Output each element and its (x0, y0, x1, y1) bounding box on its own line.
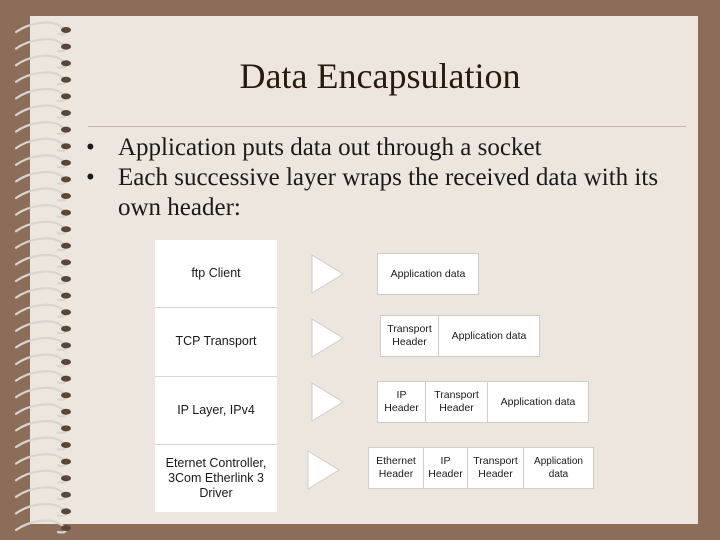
spiral-ring-icon (14, 436, 67, 451)
arrow-right-icon (311, 382, 344, 422)
spiral-hole-icon (61, 325, 71, 332)
segment-transport-header: Transport Header (381, 316, 439, 356)
segment-application-data: Application data (500, 395, 576, 408)
layer-ftp-client: ftp Client (155, 240, 277, 309)
arrow-right-icon (307, 450, 340, 490)
spiral-ring-icon (14, 237, 67, 252)
spiral-ring-icon (14, 253, 67, 268)
spiral-ring-icon (14, 121, 67, 136)
spiral-ring-icon (14, 38, 67, 53)
spiral-hole-icon (61, 525, 71, 531)
spiral-hole-icon (61, 27, 71, 33)
spiral-ring-icon (14, 353, 67, 368)
segment-transport-header: Transport Header (426, 382, 488, 422)
spiral-hole-icon (61, 176, 71, 183)
spiral-ring-icon (14, 370, 67, 385)
slide-title: Data Encapsulation (239, 56, 521, 96)
layer-tcp-transport: TCP Transport (155, 308, 277, 377)
spiral-ring-icon (14, 71, 67, 86)
spiral-ring-icon (14, 87, 67, 102)
layer-ethernet-driver: Eternet Controller, 3Com Etherlink 3 Dri… (165, 455, 267, 500)
spiral-ring-icon (14, 453, 67, 468)
encapsulation-diagram: ftp Client TCP Transport IP Layer, IPv4 … (155, 240, 595, 512)
spiral-ring-icon (14, 502, 67, 517)
packet-transport: Transport Header Application data (380, 315, 540, 357)
spiral-hole-icon (61, 159, 71, 166)
packet-ethernet: Ethernet Header IP Header Transport Head… (368, 447, 594, 489)
segment-ethernet-header: Ethernet Header (369, 448, 424, 488)
spiral-hole-icon (61, 342, 71, 349)
spiral-ring-icon (14, 187, 67, 202)
spiral-ring-icon (14, 303, 67, 318)
spiral-hole-icon (61, 209, 71, 216)
slide-paper (30, 16, 698, 524)
spiral-hole-icon (61, 93, 71, 100)
spiral-hole-icon (61, 76, 71, 83)
spiral-binding-icon (14, 21, 71, 534)
layer-column: ftp Client TCP Transport IP Layer, IPv4 … (155, 240, 277, 512)
spiral-hole-icon (61, 375, 71, 382)
spiral-ring-icon (14, 336, 67, 351)
spiral-ring-icon (14, 204, 67, 219)
spiral-hole-icon (61, 259, 71, 266)
segment-ip-header: IP Header (378, 382, 426, 422)
bullet-item: Each successive layer wraps the received… (82, 163, 662, 223)
spiral-hole-icon (61, 60, 71, 67)
packet-ip: IP Header Transport Header Application d… (377, 381, 589, 423)
spiral-hole-icon (61, 425, 71, 432)
segment-application-data: Application data (534, 456, 583, 480)
spiral-ring-icon (14, 403, 67, 418)
arrow-right-icon (311, 318, 344, 358)
segment-ip-header: IP Header (424, 448, 468, 488)
spiral-ring-icon (14, 486, 67, 501)
spiral-ring-icon (14, 519, 67, 534)
bullet-item: Application puts data out through a sock… (82, 133, 662, 163)
spiral-hole-icon (61, 126, 71, 133)
spiral-hole-icon (61, 475, 71, 482)
layer-ip: IP Layer, IPv4 (155, 377, 277, 445)
spiral-ring-icon (14, 469, 67, 484)
spiral-hole-icon (61, 110, 71, 116)
spiral-ring-icon (14, 170, 67, 185)
spiral-ring-icon (14, 104, 67, 119)
spiral-ring-icon (14, 287, 67, 302)
bullet-list: Application puts data out through a sock… (82, 133, 662, 223)
spiral-hole-icon (61, 408, 71, 415)
segment-application-data: Application data (390, 267, 466, 280)
segment-transport-header: Transport Header (468, 448, 524, 488)
spiral-hole-icon (61, 242, 71, 249)
spiral-hole-icon (61, 442, 71, 448)
spiral-ring-icon (14, 386, 67, 401)
spiral-hole-icon (61, 276, 71, 282)
title-divider (88, 126, 686, 127)
spiral-ring-icon (14, 154, 67, 169)
spiral-ring-icon (14, 270, 67, 285)
spiral-hole-icon (61, 292, 71, 299)
spiral-hole-icon (61, 392, 71, 399)
arrow-right-icon (311, 254, 344, 294)
spiral-hole-icon (61, 359, 71, 365)
spiral-hole-icon (61, 143, 71, 150)
spiral-hole-icon (61, 309, 71, 316)
spiral-ring-icon (14, 320, 67, 335)
spiral-hole-icon (61, 193, 71, 199)
spiral-hole-icon (61, 491, 71, 498)
spiral-ring-icon (14, 54, 67, 69)
spiral-ring-icon (14, 419, 67, 434)
spiral-hole-icon (61, 43, 71, 50)
packet-application: Application data (377, 253, 479, 295)
spiral-hole-icon (61, 508, 71, 515)
spiral-hole-icon (61, 226, 71, 233)
spiral-ring-icon (14, 137, 67, 152)
segment-application-data: Application data (451, 329, 527, 342)
spiral-ring-icon (14, 21, 67, 36)
spiral-hole-icon (61, 458, 71, 465)
spiral-ring-icon (14, 220, 67, 235)
